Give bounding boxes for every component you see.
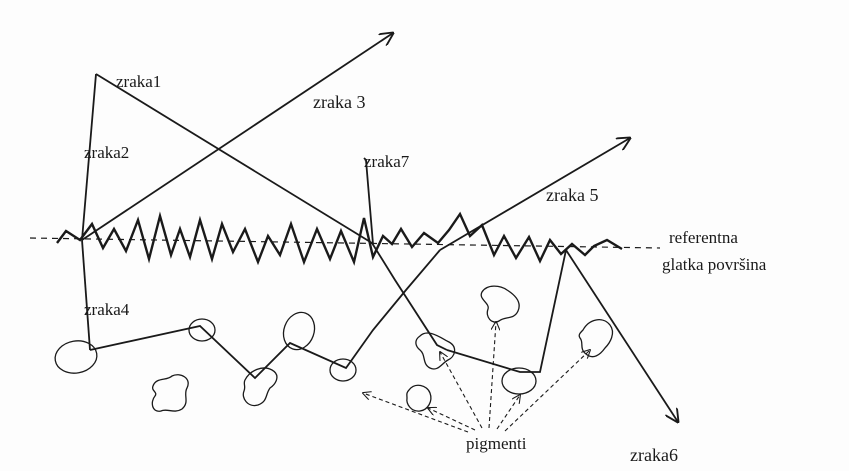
ray-3-label: zraka 3 [313, 92, 365, 112]
pointer-arrow [496, 395, 520, 430]
pointer-arrow [428, 408, 476, 431]
ray-5-label: zraka 5 [546, 185, 598, 205]
pigment-pointer-arrows [363, 322, 590, 433]
pigment-particle [54, 340, 98, 374]
pigment-particle [415, 332, 456, 370]
ray-6-internal-path [446, 249, 567, 373]
reference-surface-label-line1: referentna [669, 228, 738, 247]
pigment-particles [54, 285, 614, 412]
ray-1-refracted-line [371, 242, 448, 351]
reference-surface-label-line2: glatka površina [662, 255, 767, 274]
ray-4-line [81, 239, 91, 351]
ray-2-line [81, 73, 97, 241]
pigment-particle [282, 311, 316, 351]
ray-4-scattered-path [89, 249, 441, 380]
pointer-arrow [363, 393, 469, 433]
ray-4-label: zraka4 [84, 300, 130, 319]
ray-2-label: zraka2 [84, 143, 129, 162]
pigments-label: pigmenti [466, 434, 527, 453]
ray-6-label: zraka6 [630, 445, 678, 465]
pigment-particle [480, 285, 520, 323]
pigment-particle [188, 318, 216, 342]
pigment-particle [242, 367, 278, 407]
pointer-arrow [488, 322, 496, 429]
pigment-particle [151, 374, 189, 412]
pointer-arrow [440, 352, 483, 429]
pigment-particle [329, 358, 357, 382]
rough-surface-line [56, 211, 623, 266]
ray-7-line [363, 157, 374, 245]
ray-3-arrow [81, 33, 393, 241]
ray-6-arrow [565, 249, 678, 422]
ray-1-label: zraka1 [116, 72, 161, 91]
pigment-particle [578, 319, 614, 358]
pointer-arrow [504, 350, 590, 432]
ray-1-line [95, 73, 373, 244]
pigment-particle [406, 384, 432, 412]
ray-7-label: zraka7 [364, 152, 410, 171]
ray-5-arrow [439, 138, 630, 251]
